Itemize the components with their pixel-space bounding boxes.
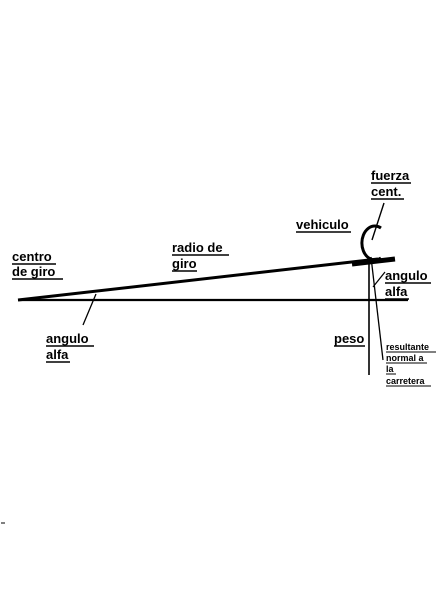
- svg-text:vehiculo: vehiculo: [296, 217, 349, 232]
- resultant-normal-line: [370, 256, 384, 361]
- svg-text:de giro: de giro: [12, 264, 55, 279]
- svg-text:alfa: alfa: [46, 347, 69, 362]
- label-resultante: resultante normal a la carretera: [386, 342, 436, 387]
- vehicle-body: [360, 224, 382, 262]
- label-angulo-alfa-right: angulo alfa: [385, 268, 431, 300]
- centrifugal-force-pointer: [371, 202, 385, 241]
- svg-text:alfa: alfa: [385, 284, 408, 299]
- svg-text:centro: centro: [12, 249, 52, 264]
- label-vehiculo: vehiculo: [296, 217, 351, 233]
- svg-text:giro: giro: [172, 256, 197, 271]
- svg-text:la: la: [386, 364, 395, 374]
- label-radio-de-giro: radio de giro: [172, 240, 229, 272]
- svg-text:angulo: angulo: [385, 268, 428, 283]
- svg-text:normal a: normal a: [386, 353, 425, 363]
- svg-text:angulo: angulo: [46, 331, 89, 346]
- angle-right-pointer: [372, 271, 386, 288]
- radius-line: [17, 257, 379, 302]
- label-fuerza-cent: fuerza cent.: [371, 168, 411, 200]
- svg-text:radio de: radio de: [172, 240, 223, 255]
- svg-text:resultante: resultante: [386, 342, 429, 352]
- label-peso: peso: [334, 331, 365, 347]
- label-centro-de-giro: centro de giro: [12, 249, 63, 280]
- svg-text:peso: peso: [334, 331, 364, 346]
- svg-text:carretera: carretera: [386, 376, 426, 386]
- svg-text:fuerza: fuerza: [371, 168, 410, 183]
- label-angulo-alfa-left: angulo alfa: [46, 331, 94, 363]
- svg-text:cent.: cent.: [371, 184, 401, 199]
- angle-left-pointer: [82, 293, 97, 326]
